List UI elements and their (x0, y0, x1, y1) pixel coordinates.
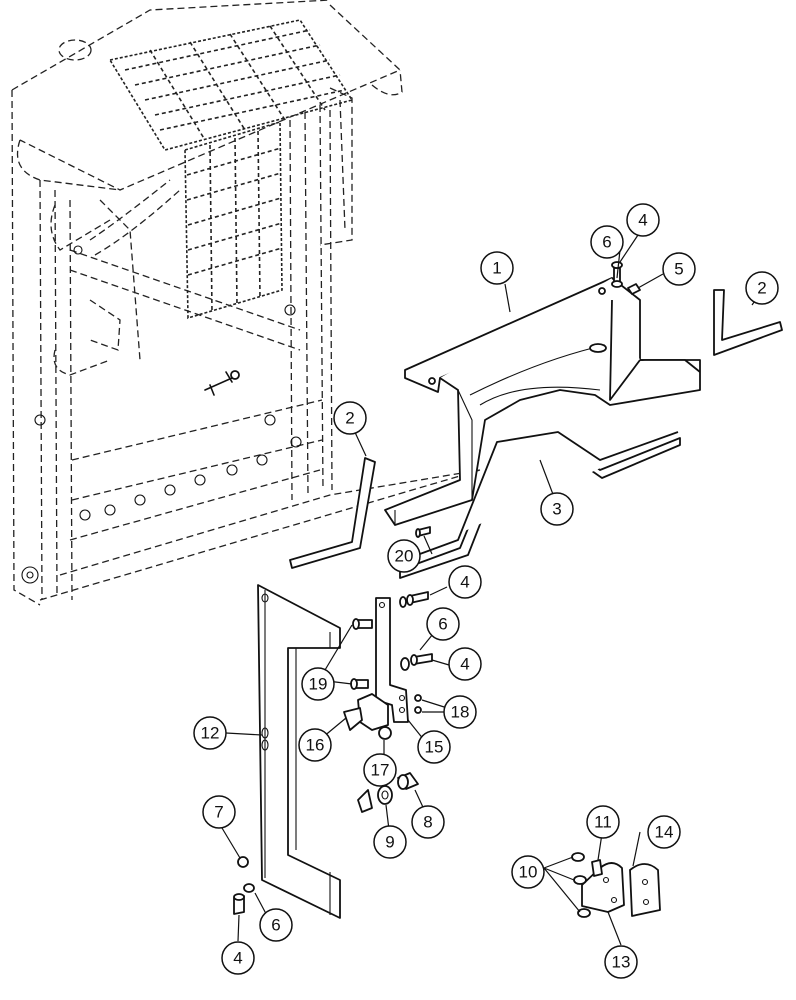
callout-label: 8 (423, 813, 432, 832)
callout-4-upper-bracket: 4 (448, 565, 482, 599)
callout-6-panel: 6 (259, 908, 293, 942)
callout-label: 4 (460, 655, 469, 674)
callout-label: 6 (271, 916, 280, 935)
part-18-rivets (414, 694, 422, 714)
part-9-washer (357, 785, 393, 813)
callout-label: 10 (519, 863, 538, 882)
part-14-plate (629, 863, 661, 917)
callout-4-panel: 4 (221, 941, 255, 975)
callout-4-top: 4 (626, 203, 660, 237)
callout-label: 3 (552, 500, 561, 519)
callout-8: 8 (411, 805, 445, 839)
part-16-latch (343, 693, 389, 731)
callout-label: 16 (306, 736, 325, 755)
callout-label: 17 (371, 761, 390, 780)
callout-11: 11 (586, 805, 620, 839)
callout-label: 2 (345, 409, 354, 428)
callout-label: 19 (309, 675, 328, 694)
part-11-screw (591, 859, 603, 877)
radiator-grille (184, 120, 283, 320)
callout-7: 7 (202, 795, 236, 829)
callout-3: 3 (540, 492, 574, 526)
part-1-shroud (384, 277, 701, 526)
part-2-strip-left (289, 457, 376, 569)
callout-label: 12 (201, 724, 220, 743)
part-6-washers (243, 280, 623, 893)
callout-4-lower-bracket: 4 (448, 647, 482, 681)
callout-label: 1 (492, 259, 501, 278)
callout-20: 20 (387, 539, 421, 573)
callout-10: 10 (511, 855, 545, 889)
callout-18: 18 (443, 695, 477, 729)
callout-label: 18 (451, 703, 470, 722)
part-17-knob (378, 726, 392, 740)
part-5-nut (627, 283, 641, 295)
callout-label: 5 (674, 260, 683, 279)
callout-1: 1 (480, 251, 514, 285)
callout-17: 17 (363, 753, 397, 787)
callout-label: 9 (385, 833, 394, 852)
callout-label: 11 (594, 813, 612, 832)
callout-15: 15 (417, 730, 451, 764)
part-8-bolt (397, 772, 419, 790)
callout-14: 14 (647, 815, 681, 849)
grille-mesh (108, 19, 354, 151)
callout-label: 6 (438, 615, 447, 634)
callout-label: 4 (233, 949, 242, 968)
part-7-nut (237, 856, 249, 868)
callout-label: 4 (638, 211, 647, 230)
callout-6-top: 6 (590, 225, 624, 259)
part-3-seal (397, 431, 681, 579)
part-2-strip-right (713, 289, 783, 356)
machine-frame (11, 0, 481, 606)
callout-13: 13 (604, 945, 638, 979)
part-13-hinge (581, 862, 625, 913)
callout-12: 12 (193, 716, 227, 750)
callout-5: 5 (662, 252, 696, 286)
part-12-panel (257, 584, 341, 919)
part-4-bolts (233, 261, 623, 915)
callout-9: 9 (373, 825, 407, 859)
callout-label: 7 (214, 803, 223, 822)
callout-2-left: 2 (333, 401, 367, 435)
callout-6-bracket: 6 (426, 607, 460, 641)
callout-19: 19 (301, 667, 335, 701)
callout-16: 16 (298, 728, 332, 762)
leader-lines (221, 231, 758, 946)
callout-label: 4 (460, 573, 469, 592)
callout-label: 20 (395, 547, 414, 566)
part-20-screw (415, 526, 431, 538)
callout-label: 14 (655, 823, 674, 842)
callout-label: 15 (425, 738, 444, 757)
callout-label: 13 (612, 953, 631, 972)
callout-2-right: 2 (745, 271, 779, 305)
callout-label: 2 (757, 279, 766, 298)
callout-label: 6 (602, 233, 611, 252)
part-19-pins (350, 618, 373, 690)
